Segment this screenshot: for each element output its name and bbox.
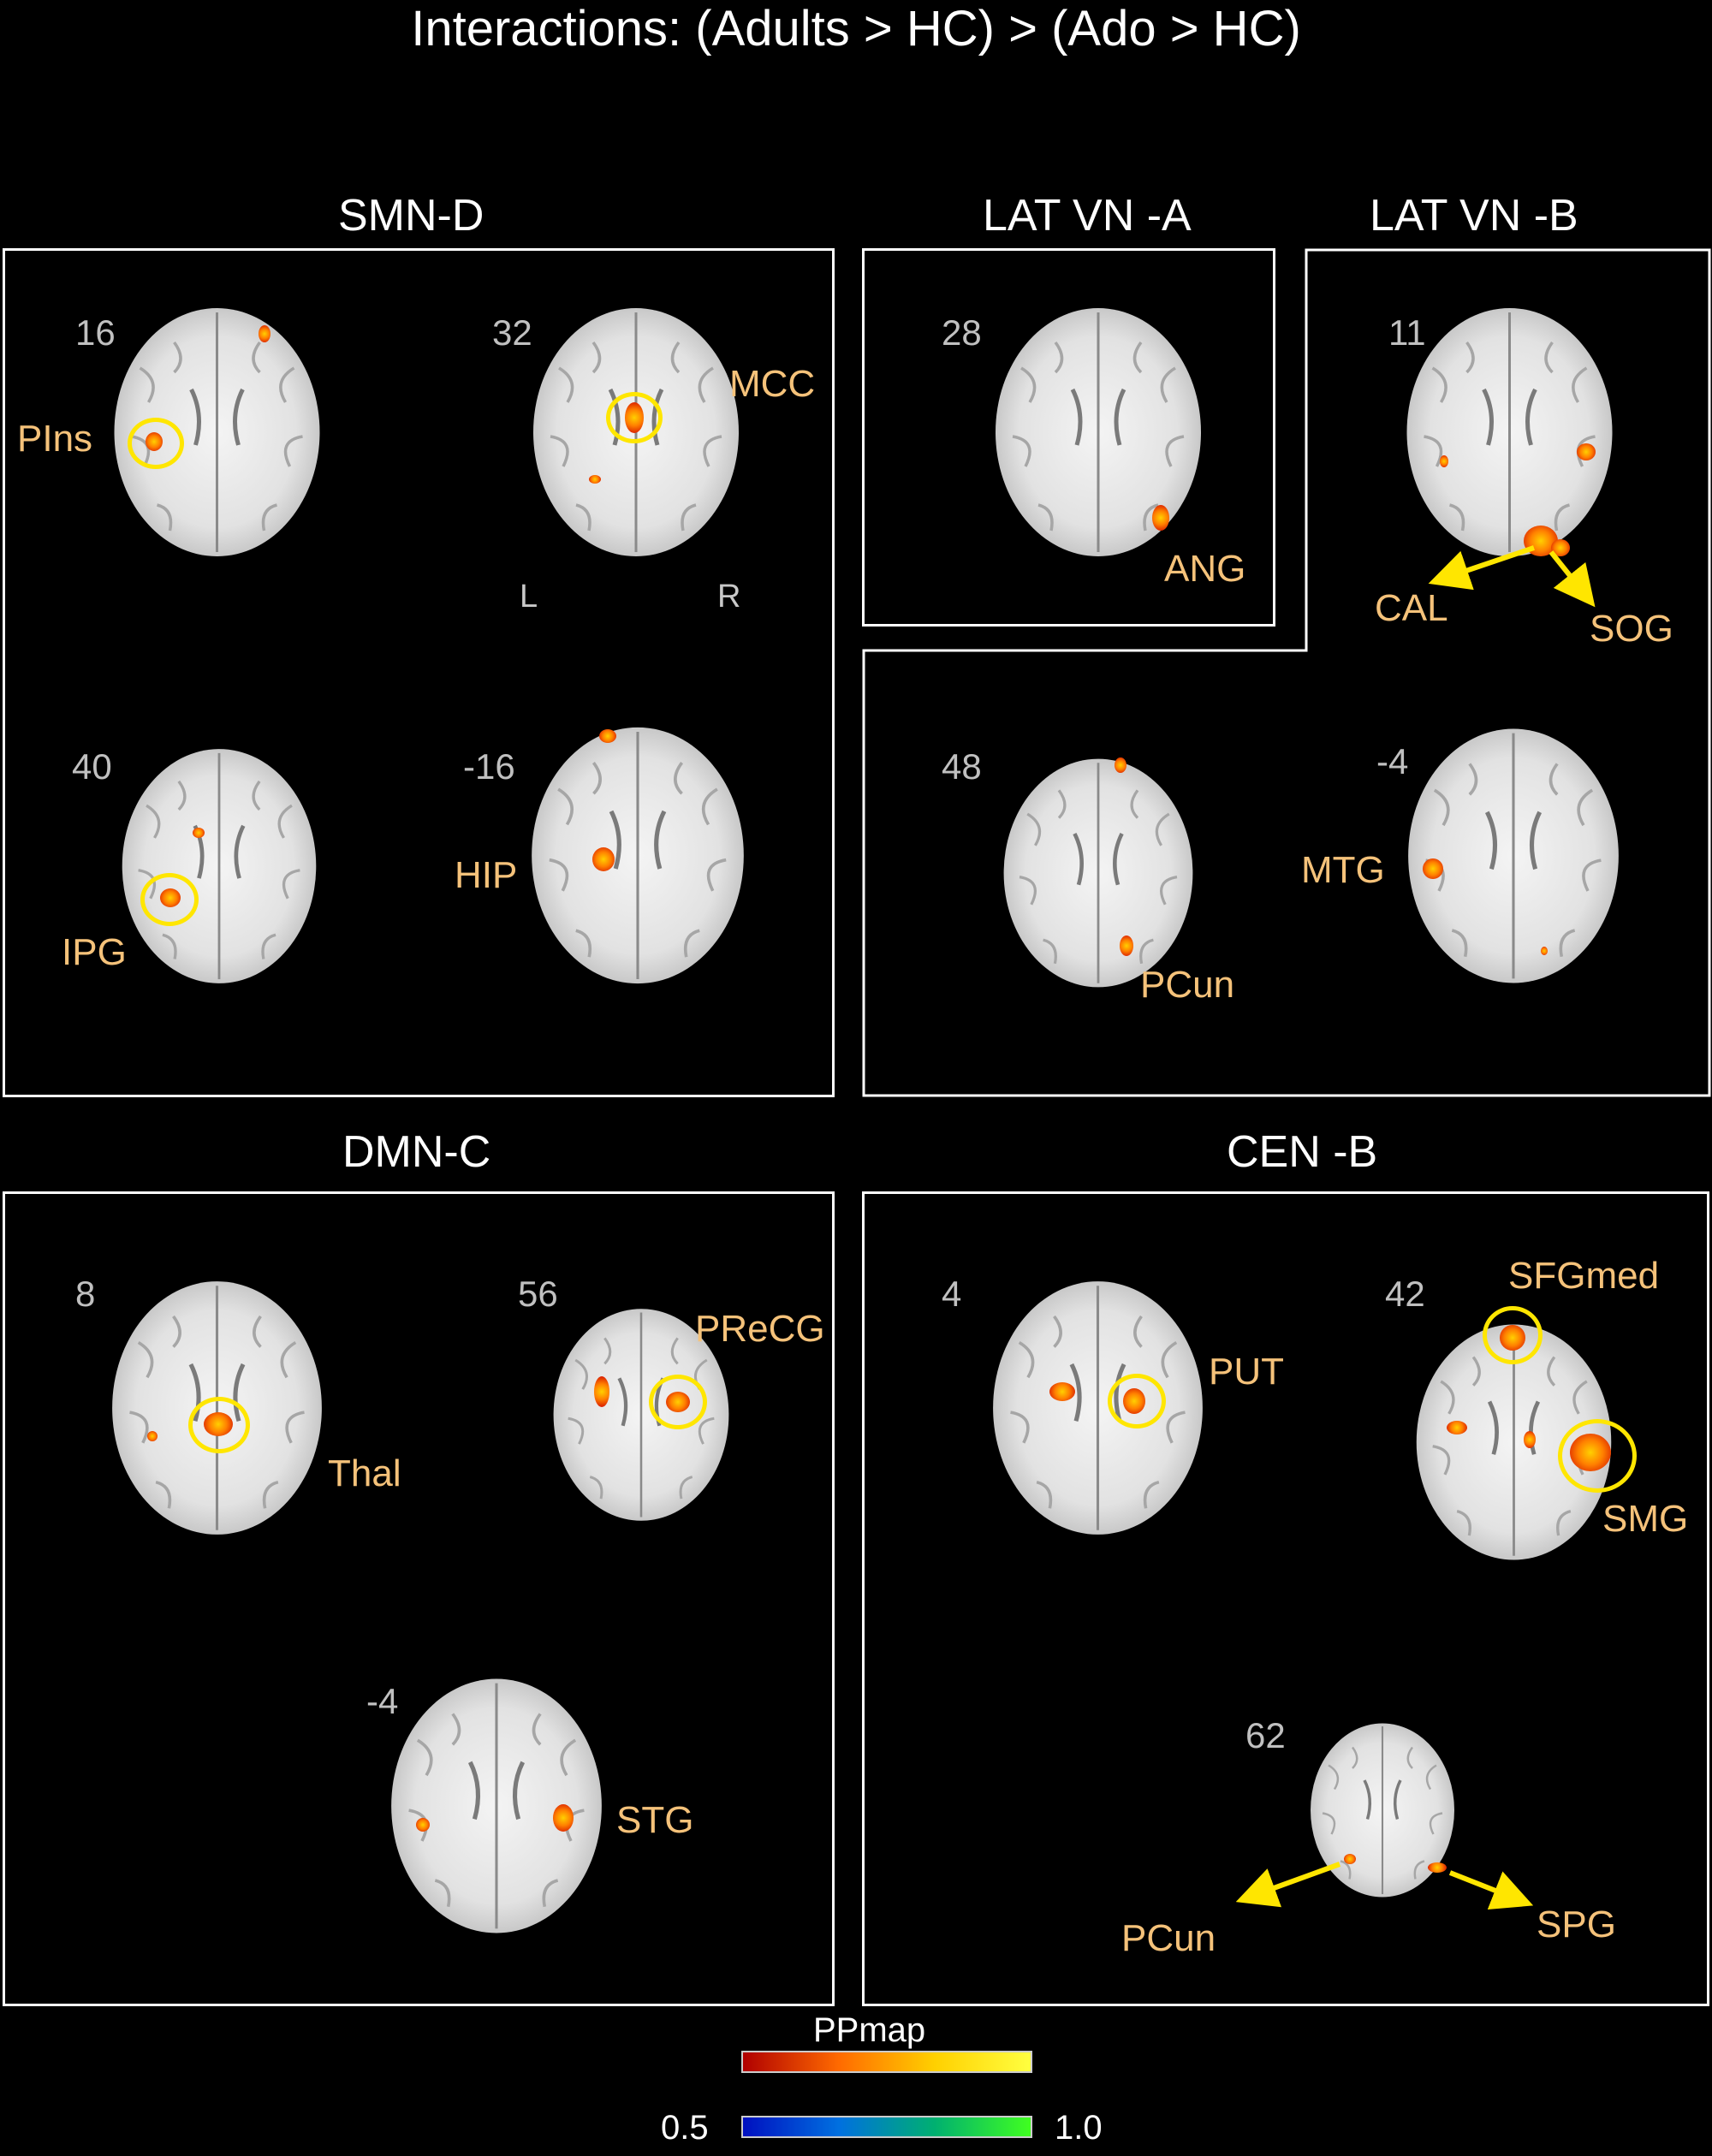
activation-blob xyxy=(1049,1382,1075,1401)
highlight-circle xyxy=(606,392,663,443)
region-label-pcun: PCun xyxy=(1121,1917,1216,1959)
slice-number: 8 xyxy=(75,1274,96,1314)
panel-smn-d xyxy=(3,248,835,1097)
highlight-circle xyxy=(188,1397,250,1453)
region-label-stg: STG xyxy=(616,1799,694,1841)
activation-blob xyxy=(1115,757,1126,773)
orientation-right: R xyxy=(717,579,741,615)
region-label-smg: SMG xyxy=(1602,1498,1689,1540)
activation-blob xyxy=(1577,443,1596,460)
slice-number: -4 xyxy=(366,1681,399,1721)
brain-slice-48 xyxy=(1000,749,1197,997)
slice-number: 32 xyxy=(492,312,532,353)
slice-number: 56 xyxy=(518,1274,558,1314)
brain-slice-62 xyxy=(1280,1720,1485,1900)
slice-number: 11 xyxy=(1388,312,1426,353)
slice-number: 40 xyxy=(72,746,112,787)
panel-title-lat-vn-a: LAT VN -A xyxy=(983,191,1192,241)
colorbar-min: 0.5 xyxy=(661,2109,709,2147)
activation-blob xyxy=(553,1804,574,1832)
slice-number: 28 xyxy=(942,312,982,353)
highlight-circle xyxy=(1108,1374,1166,1428)
region-label-ipg: IPG xyxy=(62,931,127,973)
activation-blob xyxy=(592,847,615,871)
brain-slice-28 xyxy=(991,304,1205,561)
activation-blob xyxy=(1541,947,1548,955)
region-label-hip: HIP xyxy=(455,854,518,896)
activation-blob xyxy=(1428,1862,1447,1873)
activation-blob xyxy=(193,828,205,838)
activation-blob xyxy=(599,729,616,743)
highlight-circle xyxy=(140,873,199,926)
highlight-circle xyxy=(128,418,184,469)
region-label-ang: ANG xyxy=(1164,548,1246,590)
colorbar-warm xyxy=(741,2051,1032,2073)
slice-number: 42 xyxy=(1385,1274,1425,1314)
brain-slice-4 xyxy=(989,1275,1207,1541)
region-label-pcun: PCun xyxy=(1140,964,1235,1006)
region-label-cal: CAL xyxy=(1375,587,1448,629)
region-label-sfgmed: SFGmed xyxy=(1508,1255,1660,1297)
region-label-spg: SPG xyxy=(1537,1904,1616,1945)
activation-blob xyxy=(1152,505,1169,531)
activation-blob xyxy=(416,1818,430,1832)
colorbar-max: 1.0 xyxy=(1055,2109,1103,2147)
activation-blob xyxy=(594,1376,609,1407)
region-label-mtg: MTG xyxy=(1301,849,1385,891)
region-label-precg: PReCG xyxy=(695,1308,825,1350)
brain-slice-minus4 xyxy=(387,1669,606,1943)
panel-dmn-c xyxy=(3,1191,835,2006)
slice-number: 4 xyxy=(942,1274,962,1314)
region-label-put: PUT xyxy=(1209,1351,1284,1393)
slice-number: -4 xyxy=(1376,741,1409,781)
panel-title-dmn-c: DMN-C xyxy=(342,1127,491,1177)
region-label-thal: Thal xyxy=(328,1452,401,1494)
activation-blob xyxy=(1551,539,1570,556)
brain-slice-40 xyxy=(118,738,320,995)
brain-slice-minus16 xyxy=(527,721,748,990)
activation-blob xyxy=(1120,935,1133,956)
slice-number: 48 xyxy=(942,746,982,787)
region-label-sog: SOG xyxy=(1590,608,1673,650)
activation-blob xyxy=(1423,858,1443,879)
activation-blob xyxy=(1524,1431,1536,1448)
highlight-circle xyxy=(1558,1419,1637,1493)
activation-blob xyxy=(259,325,270,342)
activation-blob xyxy=(1447,1421,1467,1434)
slice-number: 16 xyxy=(75,312,116,353)
orientation-left: L xyxy=(520,579,538,615)
figure-title: Interactions: (Adults > HC) > (Ado > HC) xyxy=(411,1,1301,56)
highlight-circle xyxy=(649,1375,707,1429)
colorbar-title: PPmap xyxy=(813,2011,926,2049)
activation-blob xyxy=(589,475,601,484)
highlight-circle xyxy=(1483,1306,1543,1364)
panel-cen-b xyxy=(862,1191,1709,2006)
activation-blob xyxy=(1440,455,1448,467)
colorbar-cool xyxy=(741,2116,1032,2138)
region-label-mcc: MCC xyxy=(729,363,816,405)
slice-number: -16 xyxy=(463,746,515,787)
activation-blob xyxy=(1344,1854,1356,1864)
region-label-pins: PIns xyxy=(17,418,93,460)
panel-title-smn-d: SMN-D xyxy=(338,191,484,241)
panel-title-lat-vn-b: LAT VN -B xyxy=(1370,191,1578,241)
brain-slice-minus4 xyxy=(1404,719,1623,993)
panel-title-cen-b: CEN -B xyxy=(1227,1127,1378,1177)
slice-number: 62 xyxy=(1245,1715,1286,1755)
brain-slice-11 xyxy=(1401,304,1618,561)
activation-blob xyxy=(147,1431,158,1441)
